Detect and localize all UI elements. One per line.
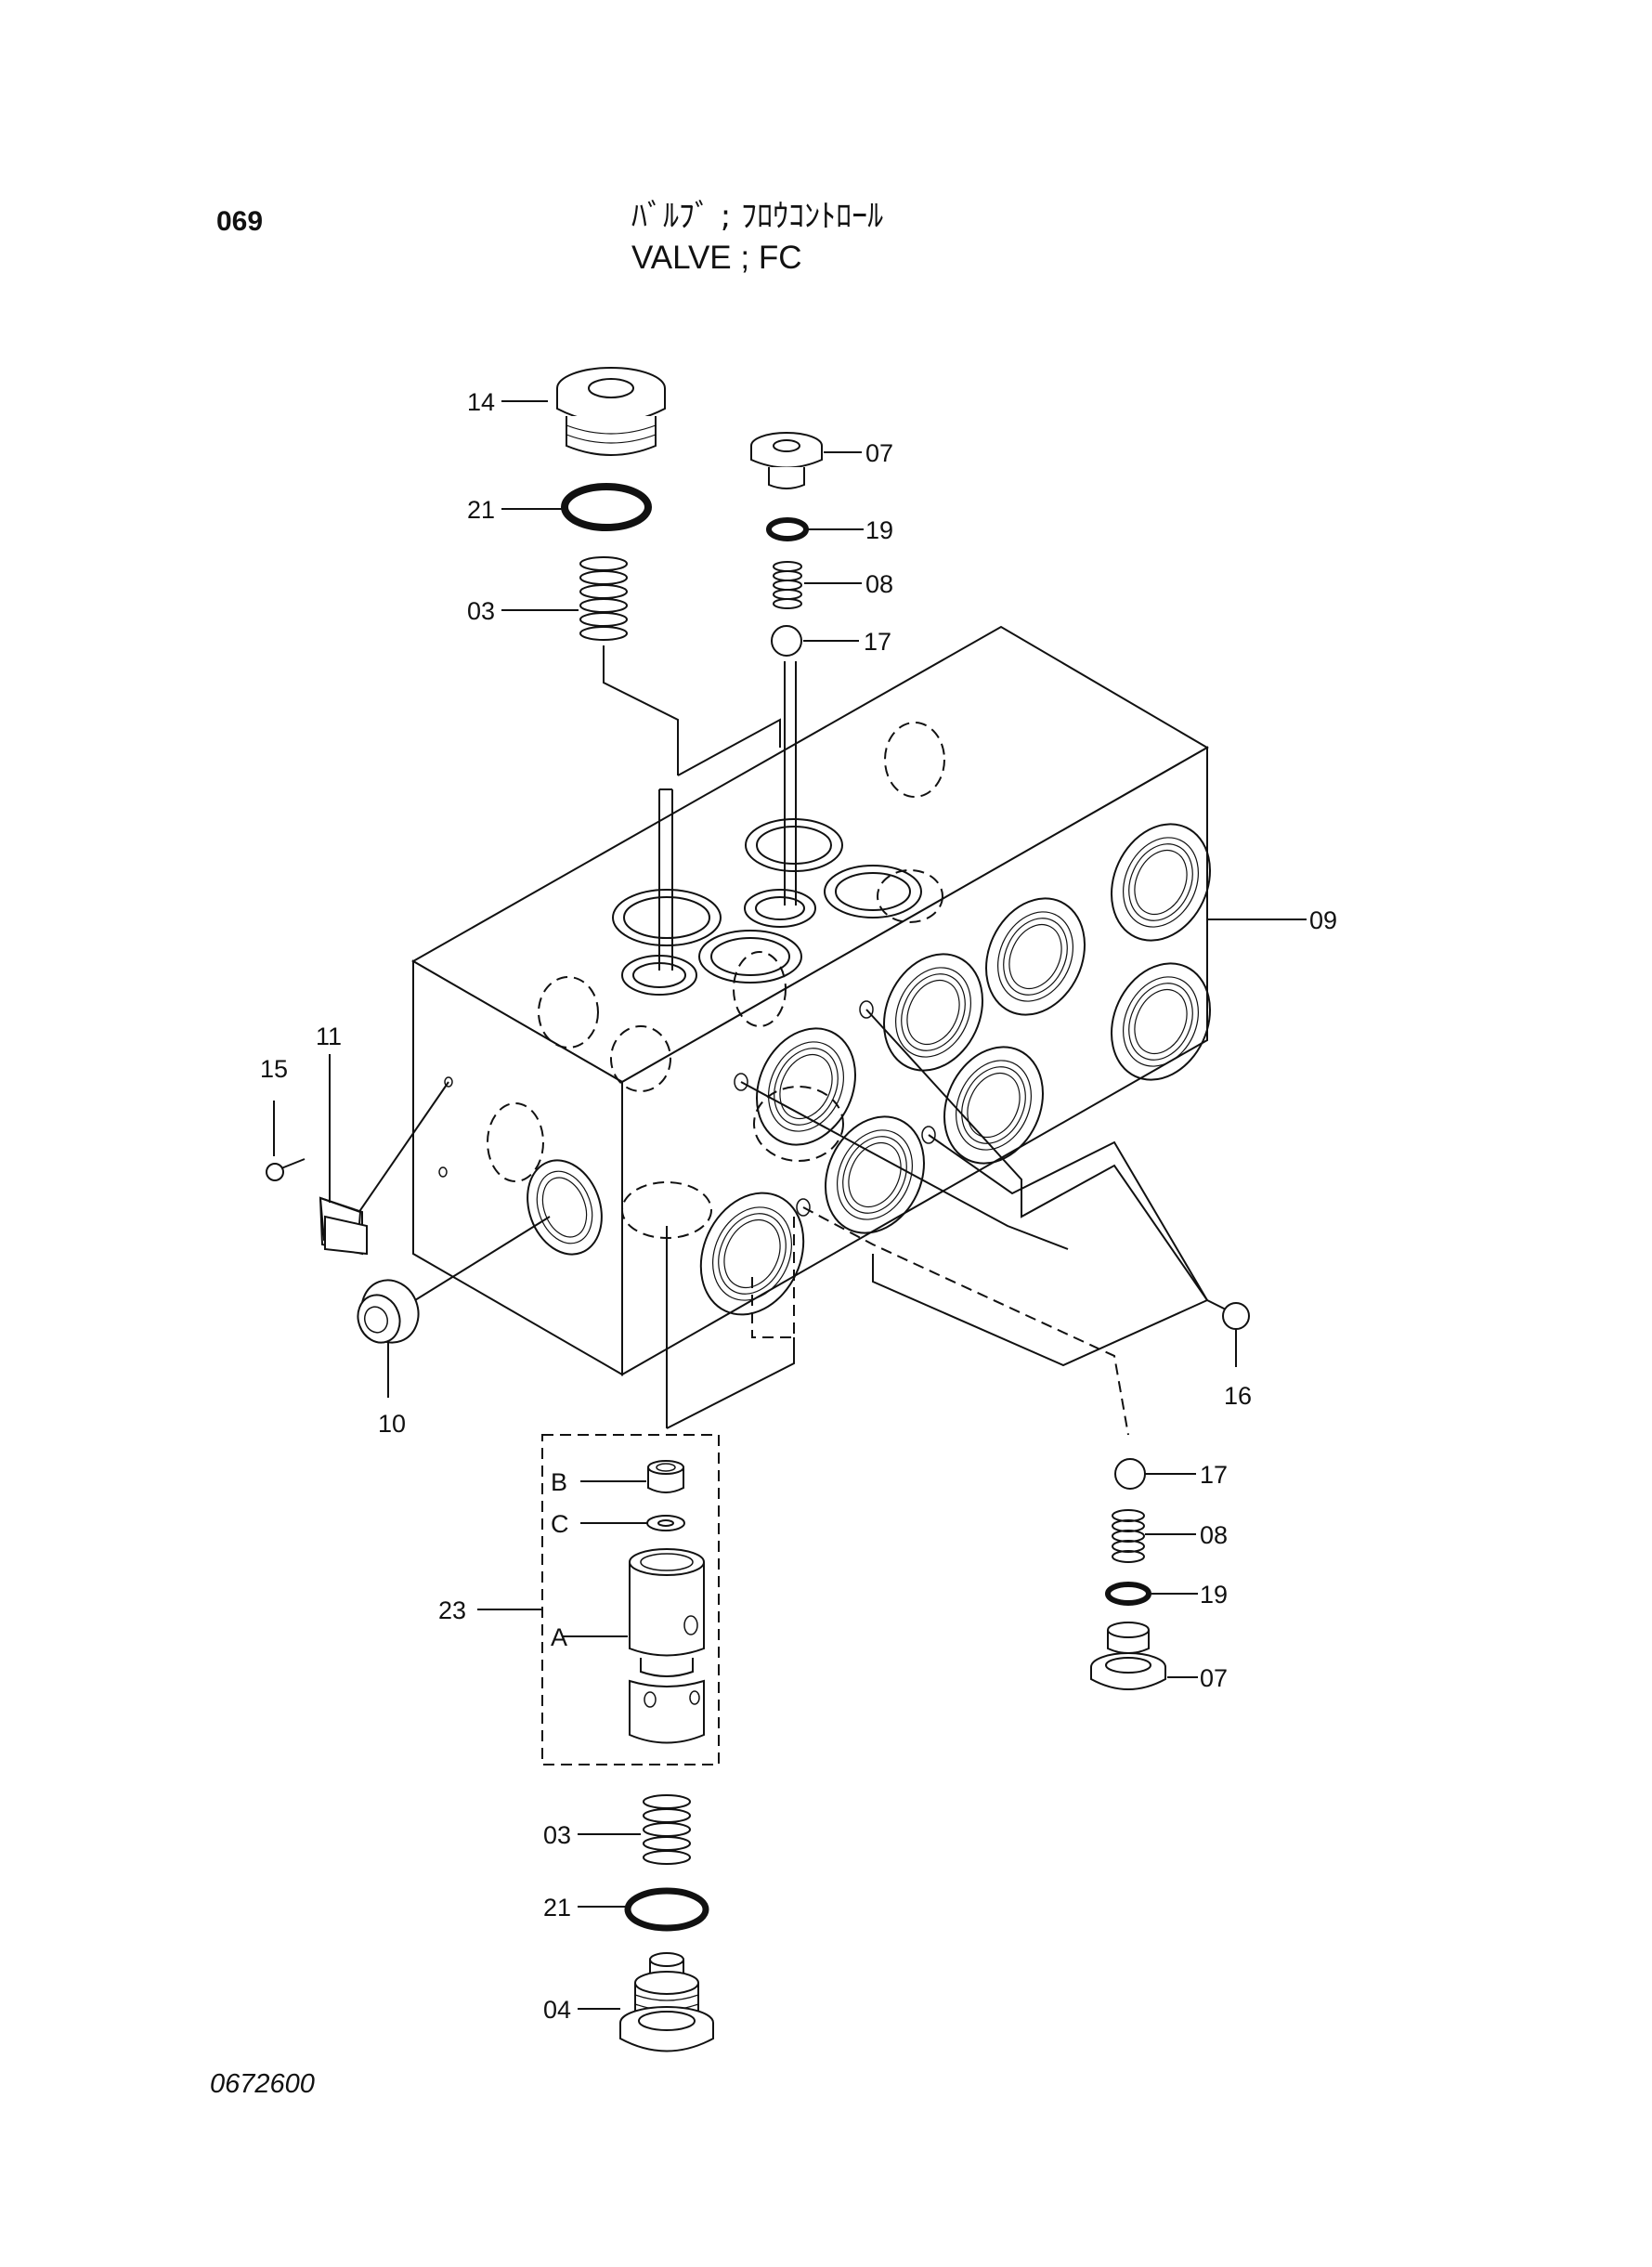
- drawing-number: 0672600: [210, 2069, 315, 2099]
- callout-21-bottom: 21: [543, 1894, 571, 1922]
- assembly-lines: [347, 645, 1227, 1436]
- callout-B: B: [551, 1468, 567, 1496]
- right-check-assembly: [1090, 1458, 1198, 1690]
- valve-body: [410, 625, 1211, 1376]
- callout-16: 16: [1224, 1382, 1252, 1410]
- callout-09: 09: [1309, 906, 1337, 934]
- title-japanese: ﾊﾞﾙﾌﾞ ; ﾌﾛｳｺﾝﾄﾛｰﾙ: [631, 198, 884, 235]
- part-14-plug: [556, 367, 666, 456]
- part-21-oring-top: [561, 483, 652, 531]
- callout-19-top: 19: [865, 516, 893, 544]
- part-23-cartridge-assembly: [477, 1434, 720, 1765]
- page-number: 069: [216, 206, 264, 237]
- callout-17-right: 17: [1200, 1461, 1228, 1489]
- part-03-spring-bottom: [643, 1794, 691, 1865]
- part-11-cover-plate: [319, 1196, 368, 1256]
- callout-08-right: 08: [1200, 1521, 1228, 1549]
- title-english: VALVE ; FC: [631, 240, 802, 276]
- callout-04: 04: [543, 1996, 571, 2024]
- part-16-ball: [1222, 1302, 1250, 1367]
- callout-03-bottom: 03: [543, 1821, 571, 1849]
- part-17-ball-top: [771, 625, 802, 657]
- callout-07-top: 07: [865, 439, 893, 467]
- part-21-oring-bottom: [624, 1887, 709, 1932]
- part-10-plug: [357, 1279, 420, 1398]
- callout-14: 14: [467, 388, 495, 416]
- top-face-ports: [538, 722, 945, 1092]
- side-face-ports: [699, 823, 1211, 1316]
- callout-11: 11: [316, 1023, 342, 1050]
- part-A-spool: [629, 1548, 705, 1744]
- callout-10: 10: [378, 1410, 406, 1438]
- part-07-plug-right: [1090, 1622, 1166, 1690]
- part-04-plug-bottom: [619, 1952, 714, 2052]
- callout-21-top: 21: [467, 496, 495, 524]
- callout-A: A: [551, 1623, 567, 1651]
- part-C-washer: [646, 1515, 685, 1531]
- callout-19-right: 19: [1200, 1581, 1228, 1609]
- part-07-plug-top: [750, 432, 823, 489]
- callout-17-top: 17: [864, 628, 891, 656]
- part-19-oring-right: [1105, 1582, 1151, 1606]
- callout-03-top: 03: [467, 597, 495, 625]
- part-08-spring-top: [773, 561, 802, 609]
- callout-08-top: 08: [865, 570, 893, 598]
- callout-23: 23: [438, 1596, 466, 1624]
- part-03-spring-top: [579, 556, 628, 641]
- callout-C: C: [551, 1510, 569, 1538]
- part-15-screw: [266, 1101, 306, 1181]
- callout-07-right: 07: [1200, 1664, 1228, 1692]
- part-17-ball-right: [1114, 1458, 1146, 1490]
- callout-15: 15: [260, 1055, 288, 1083]
- part-19-oring-top: [766, 517, 809, 541]
- part-B-cap: [647, 1460, 684, 1493]
- part-08-spring-right: [1112, 1509, 1145, 1563]
